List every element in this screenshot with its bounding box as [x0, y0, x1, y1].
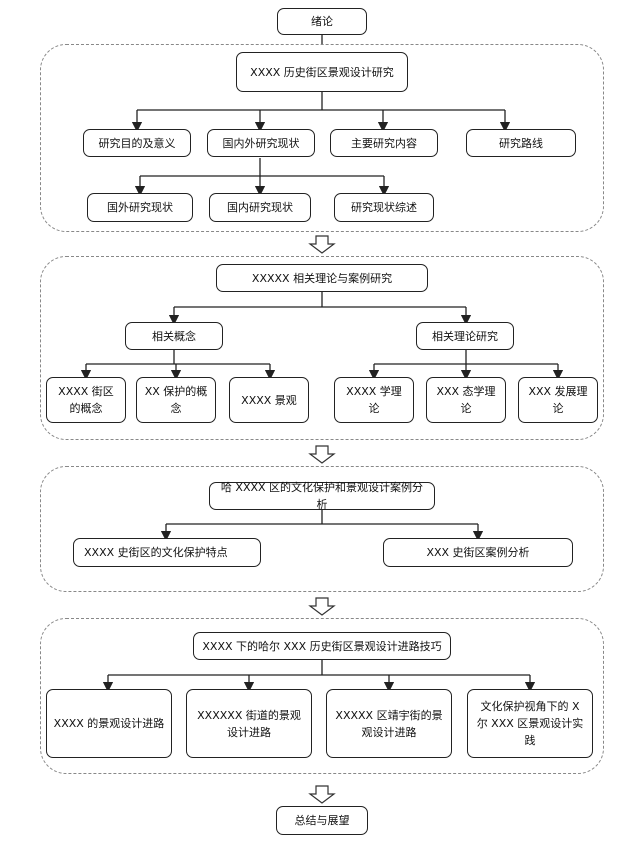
node-route: 研究路线 [466, 129, 576, 157]
section-4-frame [40, 618, 604, 774]
node-skills-title: XXXX 下的哈尔 XXX 历史街区景观设计进路技巧 [193, 632, 451, 660]
node-c2: XX 保护的概念 [136, 377, 216, 423]
node-t2: XXX 态学理论 [426, 377, 506, 423]
flow-arrow-1 [308, 235, 336, 254]
node-conclusion: 总结与展望 [276, 806, 368, 835]
node-theory-title: XXXXX 相关理论与案例研究 [216, 264, 428, 292]
node-s4: 文化保护视角下的 X 尔 XXX 区景观设计实践 [467, 689, 593, 758]
node-s3: XXXXX 区靖宇街的景观设计进路 [326, 689, 452, 758]
node-domestic: 国内研究现状 [209, 193, 311, 222]
node-content: 主要研究内容 [330, 129, 438, 157]
flow-arrow-4 [308, 785, 336, 804]
node-purpose: 研究目的及意义 [83, 129, 191, 157]
node-a2: XXX 史街区案例分析 [383, 538, 573, 567]
node-c1: XXXX 街区的概念 [46, 377, 126, 423]
node-s1: XXXX 的景观设计进路 [46, 689, 172, 758]
node-analysis-title: 哈 XXXX 区的文化保护和景观设计案例分析 [209, 481, 435, 511]
node-a1: XXXX 史街区的文化保护特点 [73, 538, 261, 567]
node-summary: 研究现状综述 [334, 193, 434, 222]
node-status: 国内外研究现状 [207, 129, 315, 157]
node-research-title: XXXX 历史街区景观设计研究 [236, 52, 408, 92]
node-s2: XXXXXX 街道的景观设计进路 [186, 689, 312, 758]
node-c3: XXXX 景观 [229, 377, 309, 423]
section-2-frame [40, 256, 604, 440]
flow-arrow-2 [308, 445, 336, 464]
node-theory-research: 相关理论研究 [416, 322, 514, 350]
section-3-frame [40, 466, 604, 592]
node-intro: 绪论 [277, 8, 367, 35]
node-t3: XXX 发展理论 [518, 377, 598, 423]
section-1-frame [40, 44, 604, 232]
node-concept: 相关概念 [125, 322, 223, 350]
node-t1: XXXX 学理论 [334, 377, 414, 423]
node-foreign: 国外研究现状 [87, 193, 193, 222]
flow-arrow-3 [308, 597, 336, 616]
